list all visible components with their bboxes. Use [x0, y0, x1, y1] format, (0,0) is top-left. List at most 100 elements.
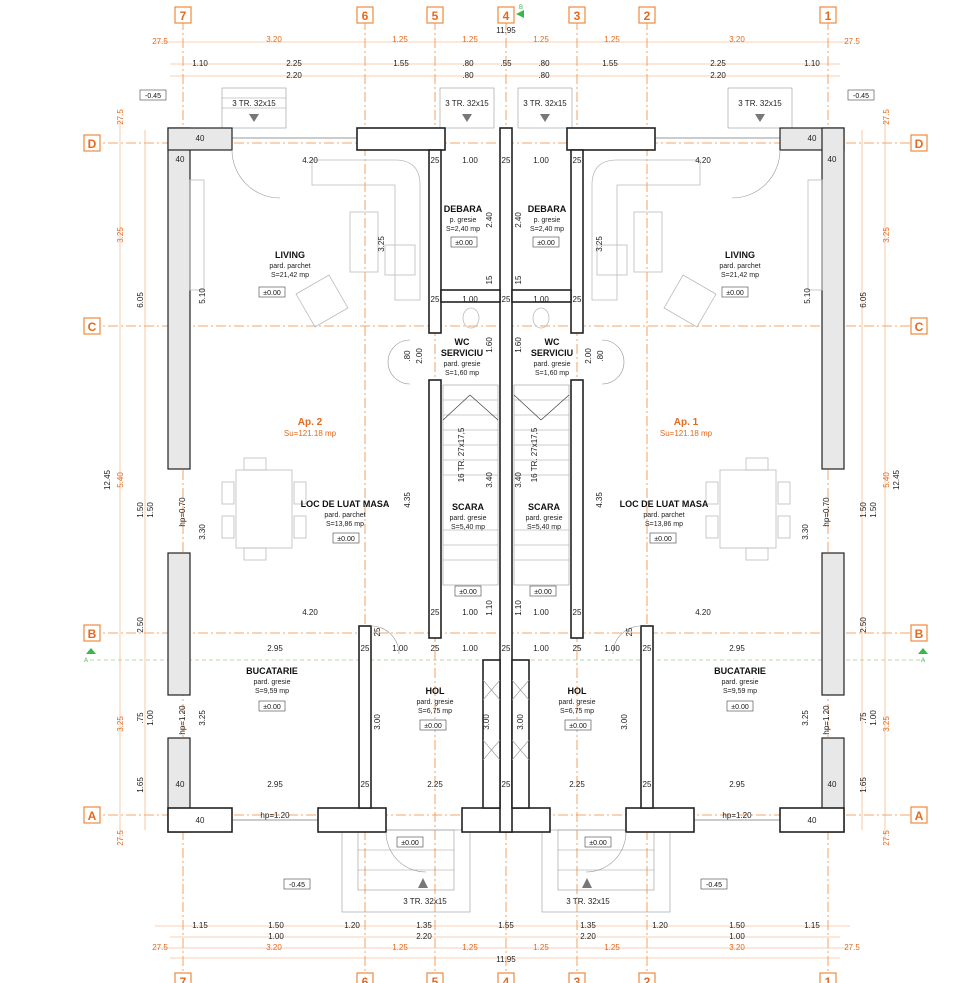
- plan-rect: [428, 149, 442, 334]
- right-dimensions: 27.5 3.25 5.40 3.25 27.5 12.45 6.05 1.50…: [859, 109, 901, 846]
- plan-rect: [649, 532, 677, 544]
- int-dim: 5.10: [198, 288, 207, 304]
- level-zero: ±0.00: [459, 589, 477, 596]
- axis-col-6: 6: [362, 9, 369, 23]
- plan-rect: [638, 6, 656, 24]
- bottom-dim: 1.25: [462, 943, 478, 952]
- plan-rect: [745, 457, 769, 471]
- room-area: S=2,40 mp: [446, 226, 480, 233]
- int-dim: 1.00: [462, 156, 478, 165]
- plan-rect: [513, 384, 570, 586]
- axis-row-d-right: D: [915, 137, 924, 151]
- axis-row-c: C: [88, 320, 97, 334]
- room-floor: pard. gresie: [254, 679, 291, 686]
- left-dim: 6.05: [136, 292, 145, 308]
- level-zero: ±0.00: [537, 240, 555, 247]
- int-dim: 25: [373, 627, 382, 636]
- top-dim: 27.5: [152, 37, 168, 46]
- int-dim: 1.00: [604, 644, 620, 653]
- ext-stair-label: 3 TR. 32x15: [523, 99, 567, 108]
- room-area: S=13,86 mp: [645, 521, 683, 528]
- bottom-dim: 1.20: [344, 921, 360, 930]
- plan-rect: [564, 719, 592, 731]
- ext-stair-label: 3 TR. 32x15: [566, 897, 610, 906]
- level-zero: ±0.00: [424, 723, 442, 730]
- plan-rect: [356, 6, 374, 24]
- plan-rect: [568, 6, 586, 24]
- plan-rect: [139, 89, 167, 101]
- top-dim: 2.20: [710, 71, 726, 80]
- plan-rect: [910, 624, 928, 642]
- room-scara-name: SCARA: [452, 502, 485, 512]
- plan-rect: [821, 552, 845, 696]
- level-zero: ±0.00: [654, 536, 672, 543]
- int-dim: 40: [828, 780, 837, 789]
- plan-rect: [625, 807, 695, 833]
- int-dim: 3.25: [377, 236, 386, 252]
- int-dim: 25: [361, 644, 370, 653]
- bottom-dim: 1.25: [533, 943, 549, 952]
- bottom-dim: 27.5: [152, 943, 168, 952]
- int-dim: 40: [196, 816, 205, 825]
- top-dim: .80: [538, 71, 550, 80]
- plan-path: [731, 149, 781, 199]
- plan-rect: [167, 127, 191, 470]
- int-dim: 1.60: [514, 337, 523, 353]
- plan-rect: [847, 89, 875, 101]
- plan-rect: [638, 972, 656, 983]
- bottom-dim: 1.15: [192, 921, 208, 930]
- axis-col-3: 3: [574, 9, 581, 23]
- int-dim: 1.00: [392, 644, 408, 653]
- axis-row-b: B: [88, 627, 97, 641]
- int-dim: 1.00: [533, 644, 549, 653]
- room-living-name: LIVING: [275, 250, 305, 260]
- right-dim: 2.50: [859, 617, 868, 633]
- plan-path: [585, 831, 627, 873]
- room-floor: pard. parchet: [269, 263, 310, 270]
- plan-path: [582, 878, 592, 888]
- room-floor: pard. gresie: [559, 699, 596, 706]
- plan-rect: [807, 179, 823, 291]
- int-dim: 40: [828, 155, 837, 164]
- plan-rect: [497, 972, 515, 983]
- plan-rect: [511, 289, 572, 303]
- int-dim: 3.30: [801, 524, 810, 540]
- left-dim: 1.00: [146, 710, 155, 726]
- plan-rect: [83, 806, 101, 824]
- right-dim: .75: [859, 712, 868, 724]
- top-dim: 27.5: [844, 37, 860, 46]
- total-width-bottom: 11.95: [496, 955, 516, 964]
- right-dim: 1.65: [859, 777, 868, 793]
- int-dim: 25: [625, 627, 634, 636]
- left-dim: 1.50: [146, 502, 155, 518]
- plan-rect: [83, 134, 101, 152]
- plan-line: [469, 394, 499, 421]
- plan-rect: [705, 515, 719, 539]
- top-dim: 1.25: [604, 35, 620, 44]
- room-floor: pard. gresie: [526, 515, 563, 522]
- walls: [167, 127, 845, 833]
- level-zero: ±0.00: [534, 589, 552, 596]
- section-marker-right-icon: [918, 648, 928, 654]
- top-dim: 1.25: [462, 35, 478, 44]
- plan-rect: [633, 211, 663, 273]
- axis-row-c-right: C: [915, 320, 924, 334]
- plan-rect: [174, 6, 192, 24]
- int-dim: 4.20: [695, 608, 711, 617]
- axis-col-5-bottom: 5: [432, 975, 439, 983]
- room-floor: pard. parchet: [643, 512, 684, 519]
- room-area: S=5,40 mp: [451, 524, 485, 531]
- axis-row-a: A: [88, 809, 97, 823]
- bottom-dim: 2.20: [580, 932, 596, 941]
- level-outside-top-right: -0.45: [853, 93, 869, 100]
- right-dim: 5.40: [882, 472, 891, 488]
- room-area: S=13,86 mp: [326, 521, 364, 528]
- plan-path: [601, 339, 625, 385]
- bottom-dim: 1.25: [604, 943, 620, 952]
- room-floor: pard. parchet: [324, 512, 365, 519]
- bottom-dim: 1.50: [729, 921, 745, 930]
- int-dim: 25: [431, 156, 440, 165]
- room-area: S=21,42 mp: [721, 272, 759, 279]
- room-dining-name: LOC DE LUAT MASA: [301, 499, 390, 509]
- bottom-dim: 27.5: [844, 943, 860, 952]
